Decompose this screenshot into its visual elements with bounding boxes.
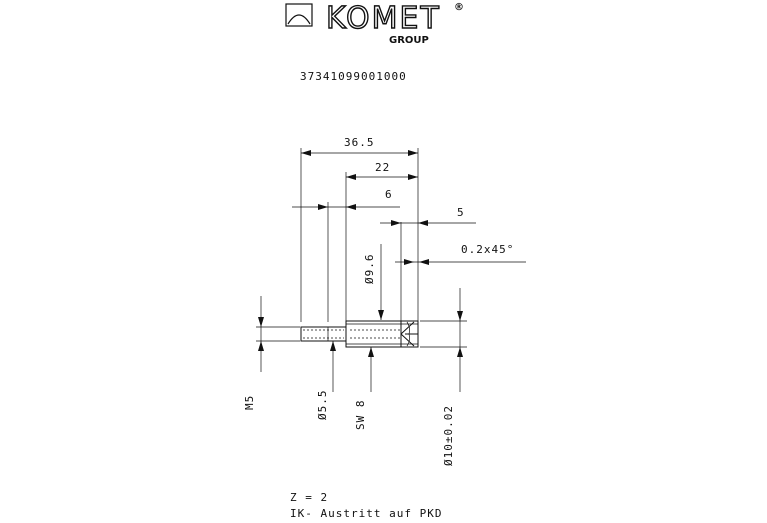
dim-length-22-label: 22 [375, 161, 390, 174]
dim-length-5: 5 [380, 206, 476, 226]
note-coolant: IK- Austritt auf PKD [290, 507, 442, 520]
dim-chamfer: 0.2x45° [395, 243, 526, 265]
dim-total-length-label: 36.5 [344, 136, 375, 149]
logo-emblem [285, 3, 313, 27]
dim-wrench-label: SW 8 [354, 400, 367, 431]
dim-thread: M5 [243, 296, 300, 410]
logo-group: GROUP [389, 35, 429, 46]
dim-length-5-label: 5 [457, 206, 465, 219]
logo-registered: ® [454, 2, 464, 13]
logo-brand: KOMET [326, 1, 441, 36]
komet-logo: KOMET ® GROUP [285, 0, 464, 46]
dim-dia-10: Ø10±0.02 [420, 288, 467, 466]
dim-dia-10-label: Ø10±0.02 [442, 405, 455, 466]
tool-body [300, 320, 419, 348]
dim-wrench: SW 8 [354, 347, 374, 430]
dim-length-6-label: 6 [385, 188, 393, 201]
part-number: 37341099001000 [300, 70, 407, 83]
note-teeth: Z = 2 [290, 491, 328, 504]
dim-chamfer-label: 0.2x45° [461, 243, 514, 256]
dim-dia-9-6-label: Ø9.6 [363, 254, 376, 285]
dim-length-22: 22 [346, 161, 418, 180]
logo-emblem-arc [287, 14, 311, 25]
dim-dia-5-5: Ø5.5 [316, 341, 336, 420]
dim-dia-9-6: Ø9.6 [363, 244, 384, 320]
dim-dia-5-5-label: Ø5.5 [316, 390, 329, 421]
dim-length-6: 6 [292, 188, 400, 210]
dim-thread-label: M5 [243, 395, 256, 410]
dim-total-length: 36.5 [301, 136, 418, 156]
